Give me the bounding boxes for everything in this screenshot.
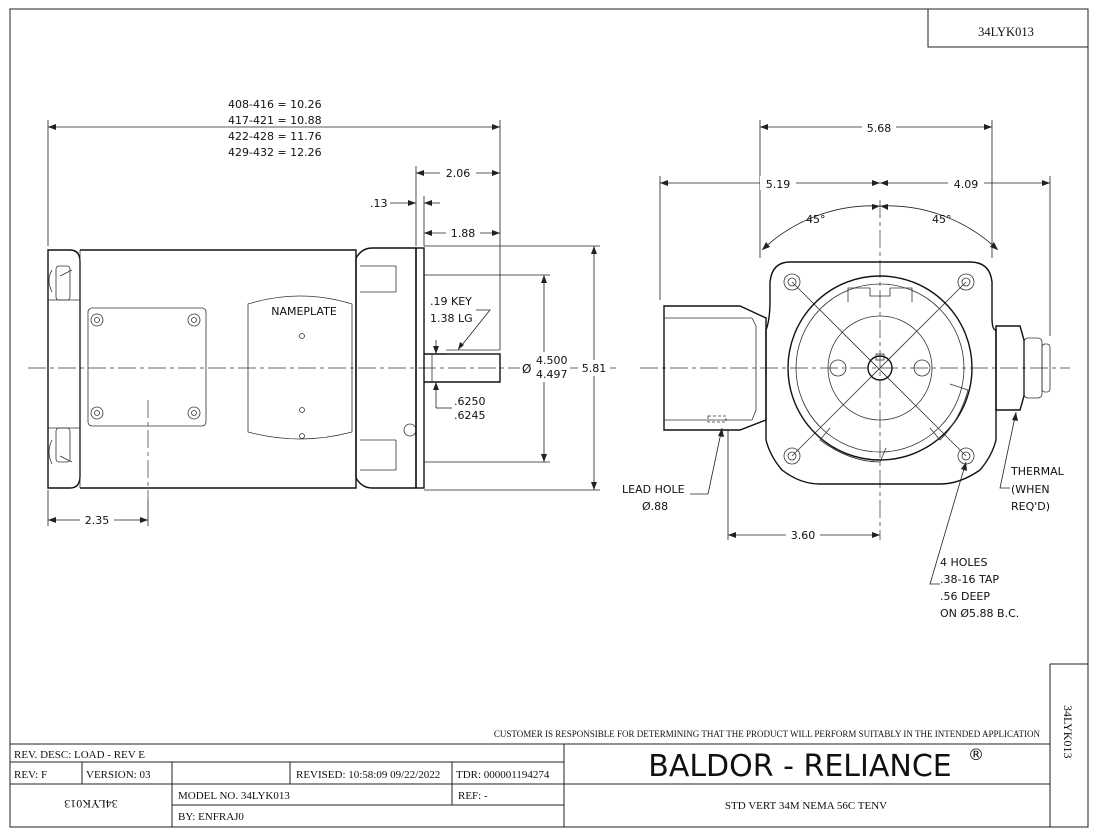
length-dim-3: 422-428 = 11.76 <box>228 130 322 143</box>
mirrored-drawing-number: 34LYK013 <box>64 797 117 811</box>
dim-5-19: 5.19 <box>766 178 791 191</box>
side-drawing-number: 34LYK013 <box>1061 705 1075 758</box>
angle-left: 45° <box>806 213 826 226</box>
drawing-number: 34LYK013 <box>978 25 1034 39</box>
shaft-dia-lower: .6245 <box>454 409 486 422</box>
length-dim-2: 417-421 = 10.88 <box>228 114 322 127</box>
drawn-by: BY: ENFRAJ0 <box>178 811 244 823</box>
pilot-dia-symbol: Ø <box>522 362 531 376</box>
length-dim-1: 408-416 = 10.26 <box>228 98 322 111</box>
motor-description: STD VERT 34M NEMA 56C TENV <box>725 800 887 812</box>
registered-mark: ® <box>968 745 984 764</box>
drawing-number-box <box>927 9 1088 48</box>
version: VERSION: 03 <box>86 769 151 781</box>
key-length-note: 1.38 LG <box>430 312 473 325</box>
end-view: 5.68 5.19 4.09 45° 45° LEAD HOLE Ø.88 3.… <box>622 120 1070 620</box>
title-block: 34LYK013 CUSTOMER IS RESPONSIBLE FOR DET… <box>10 663 1088 827</box>
revised: REVISED: 10:58:09 09/22/2022 <box>296 769 440 781</box>
company-name: BALDOR - RELIANCE <box>648 749 952 784</box>
key-note: .19 KEY <box>430 295 472 308</box>
angle-right: 45° <box>932 213 952 226</box>
holes-line-3: .56 DEEP <box>940 590 990 603</box>
rev-desc: REV. DESC: LOAD - REV E <box>14 749 145 761</box>
rev: REV: F <box>14 769 47 781</box>
shaft-dia-upper: .6250 <box>454 395 486 408</box>
dim-1-88: 1.88 <box>451 227 476 240</box>
dim-0-13: .13 <box>370 197 388 210</box>
pilot-dia-upper: 4.500 <box>536 354 568 367</box>
reference: REF: - <box>458 790 488 802</box>
pilot-dia-lower: 4.497 <box>536 368 568 381</box>
dim-4-09: 4.09 <box>954 178 979 191</box>
lead-hole-label: LEAD HOLE <box>622 483 685 496</box>
dim-5-68: 5.68 <box>867 122 892 135</box>
thermal-line-3: REQ'D) <box>1011 500 1050 513</box>
holes-line-4: ON Ø5.88 B.C. <box>940 607 1019 620</box>
length-dim-4: 429-432 = 12.26 <box>228 146 322 159</box>
tdr: TDR: 000001194274 <box>456 769 550 781</box>
dim-height: 5.81 <box>582 362 607 375</box>
lead-hole-dia: Ø.88 <box>642 500 668 513</box>
thermal-line-1: THERMAL <box>1010 465 1065 478</box>
holes-line-2: .38-16 TAP <box>940 573 999 586</box>
thermal-line-2: (WHEN <box>1011 483 1050 496</box>
holes-line-1: 4 HOLES <box>940 556 988 569</box>
sheet-border <box>9 8 1089 828</box>
dim-2-06: 2.06 <box>446 167 471 180</box>
nameplate-label: NAMEPLATE <box>271 305 337 318</box>
dim-3-60: 3.60 <box>791 529 816 542</box>
model-number: MODEL NO. 34LYK013 <box>178 790 290 802</box>
disclaimer: CUSTOMER IS RESPONSIBLE FOR DETERMINING … <box>494 729 1041 739</box>
side-view: NAMEPLATE 408-416 = 10.26 417-421 = 10.8… <box>28 98 620 527</box>
dim-2-35: 2.35 <box>85 514 110 527</box>
